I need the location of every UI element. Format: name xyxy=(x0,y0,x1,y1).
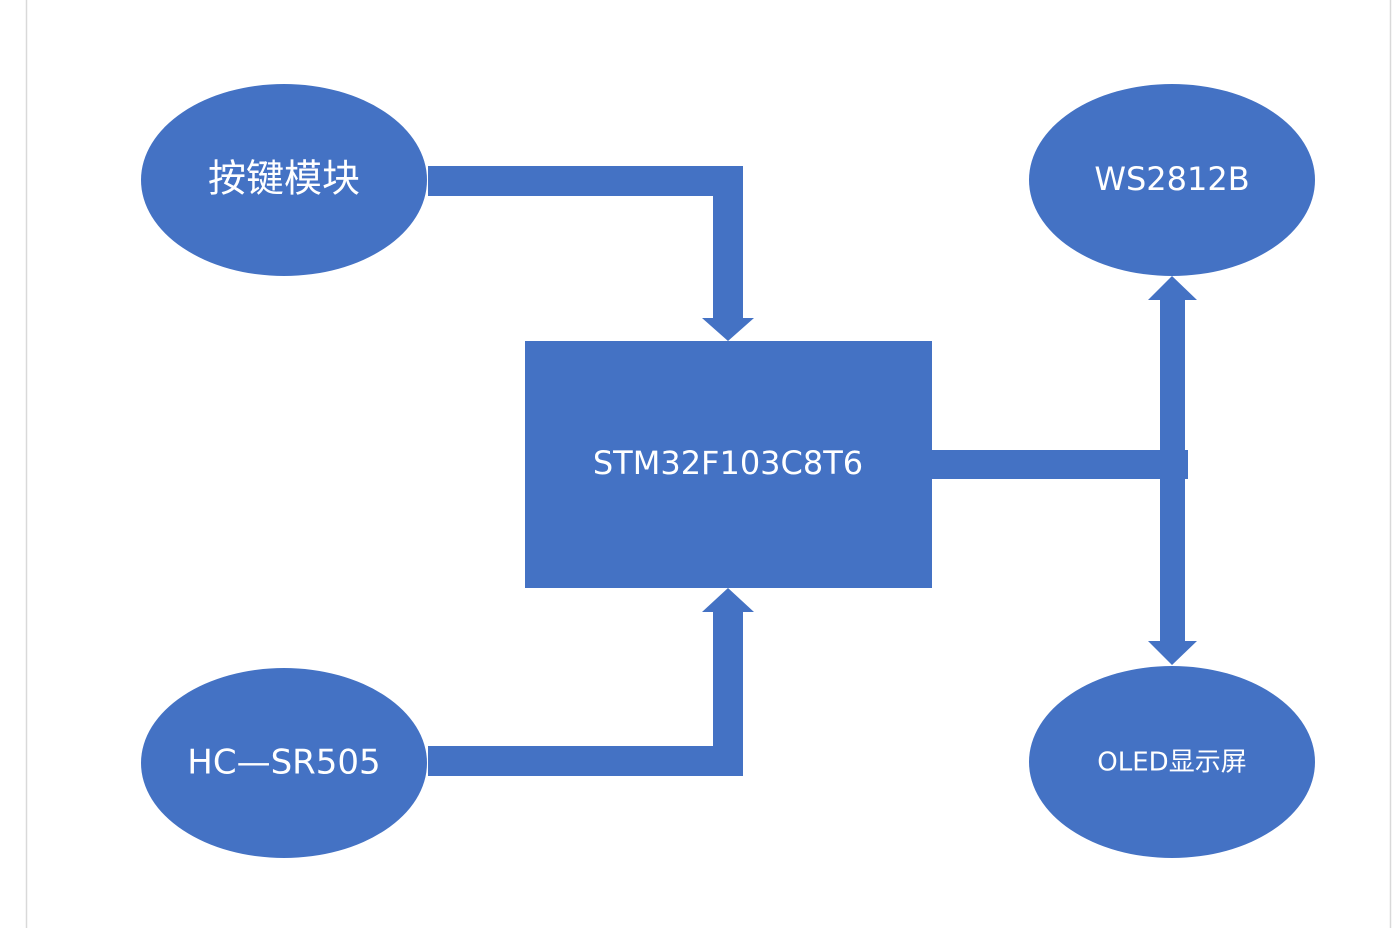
keypad-label: 按键模块 xyxy=(208,157,360,201)
node-keypad: 按键模块 xyxy=(141,84,427,276)
sensor-label: HC—SR505 xyxy=(187,743,380,783)
keypad-ellipse xyxy=(141,84,427,276)
oled-ellipse xyxy=(1029,666,1315,858)
node-mcu: STM32F103C8T6 xyxy=(525,341,932,588)
mcu-rect xyxy=(525,341,932,588)
arrow-keypad-to-mcu xyxy=(428,166,754,341)
bus-horizontal xyxy=(930,450,1188,479)
arrow-mcu-to-led xyxy=(1148,276,1197,478)
led-label: WS2812B xyxy=(1094,160,1249,198)
led-ellipse xyxy=(1029,84,1315,276)
oled-label: OLED显示屏 xyxy=(1097,748,1246,778)
mcu-label: STM32F103C8T6 xyxy=(593,444,863,482)
node-sensor: HC—SR505 xyxy=(141,668,427,858)
sensor-ellipse xyxy=(141,668,427,858)
node-oled: OLED显示屏 xyxy=(1029,666,1315,858)
arrow-mcu-to-oled xyxy=(1148,450,1197,665)
node-led: WS2812B xyxy=(1029,84,1315,276)
arrow-sensor-to-mcu xyxy=(428,588,754,776)
